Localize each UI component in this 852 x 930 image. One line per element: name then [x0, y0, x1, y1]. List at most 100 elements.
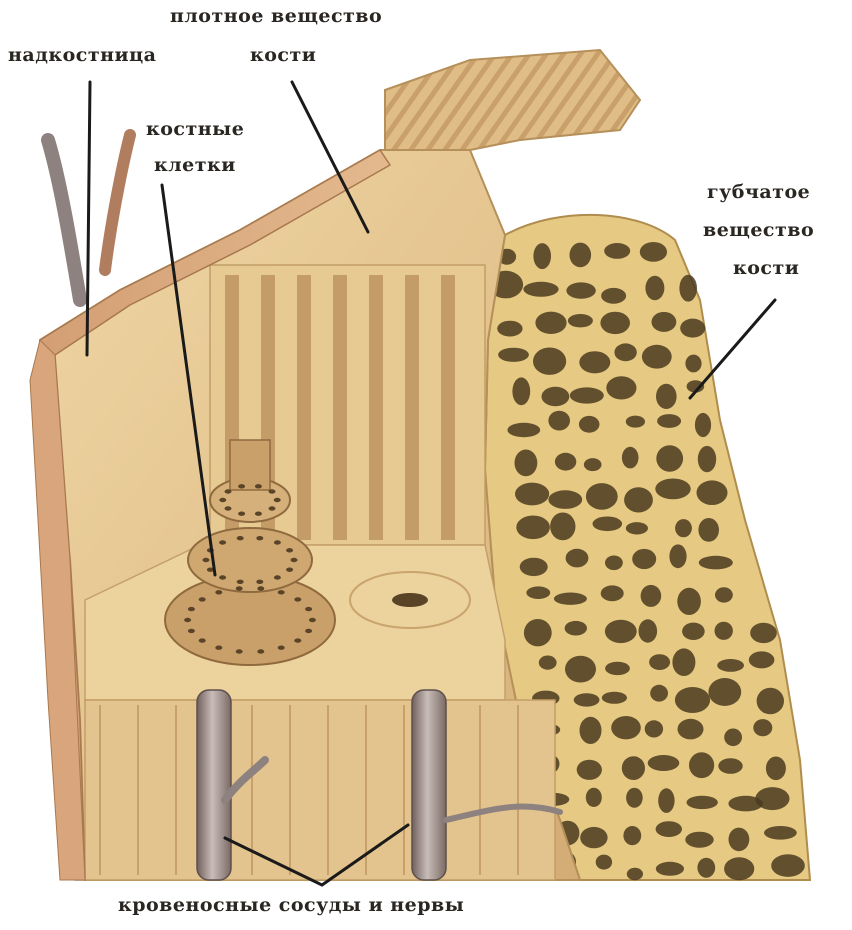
- spongy-pore: [586, 483, 618, 510]
- osteon-column: [369, 275, 383, 540]
- spongy-pore: [584, 458, 602, 471]
- bone-cell-lacuna: [309, 618, 316, 622]
- spongy-pore: [516, 516, 550, 540]
- spongy-pore: [650, 685, 668, 702]
- spongy-pore: [641, 585, 662, 607]
- bone-cell-lacuna: [274, 540, 281, 544]
- spongy-pore: [626, 522, 648, 534]
- spongy-pore: [771, 854, 805, 877]
- spongy-pore: [698, 446, 716, 472]
- label-periosteum: надкостница: [8, 43, 156, 68]
- spongy-pore: [658, 788, 674, 813]
- spongy-pore: [699, 556, 733, 570]
- spongy-pore: [605, 620, 637, 643]
- spongy-pore: [695, 413, 711, 437]
- spongy-pore: [565, 621, 587, 636]
- spongy-pore: [718, 758, 742, 774]
- bone-cell-lacuna: [237, 536, 244, 540]
- bone-cell-lacuna: [274, 575, 281, 579]
- central-canal: [392, 593, 428, 607]
- spongy-pore: [675, 687, 710, 713]
- spongy-pore: [724, 729, 742, 747]
- bone-cell-lacuna: [294, 638, 301, 642]
- spongy-pore: [579, 351, 610, 373]
- spongy-pore: [570, 387, 604, 403]
- spongy-pore: [535, 312, 566, 334]
- spongy-pore: [753, 719, 772, 736]
- spongy-pore: [677, 588, 701, 615]
- bone-cell-lacuna: [199, 638, 206, 642]
- bone-cell-lacuna: [236, 649, 243, 653]
- bone-cell-lacuna: [219, 575, 226, 579]
- bone-cell-lacuna: [215, 646, 222, 650]
- spongy-pore: [680, 319, 705, 338]
- spongy-pore: [697, 480, 728, 505]
- spongy-pore: [657, 414, 681, 428]
- bone-cell-lacuna: [294, 597, 301, 601]
- spongy-pore: [579, 416, 600, 433]
- bone-cell-lacuna: [278, 646, 285, 650]
- spongy-pore: [642, 345, 672, 369]
- spongy-pore: [648, 755, 680, 771]
- spongy-pore: [523, 282, 558, 297]
- spongy-pore: [749, 651, 775, 668]
- spongy-pore: [614, 343, 636, 361]
- label-blood-vessels-nerves: кровеносные сосуды и нервы: [118, 893, 464, 918]
- spongy-pore: [601, 288, 626, 304]
- spongy-pore: [526, 586, 550, 599]
- spongy-pore: [652, 312, 677, 332]
- spongy-pore: [539, 656, 557, 670]
- spongy-pore: [606, 376, 636, 399]
- spongy-pore: [497, 321, 522, 337]
- bone-lower-section: [85, 700, 555, 880]
- label-spongy-bone-line1: губчатое: [707, 180, 810, 205]
- spongy-pore: [602, 692, 627, 704]
- bone-cell-lacuna: [203, 558, 210, 562]
- spongy-pore: [656, 862, 684, 876]
- bone-cell-lacuna: [238, 512, 245, 516]
- spongy-pore: [520, 558, 548, 576]
- bone-cell-lacuna: [215, 590, 222, 594]
- spongy-pore: [685, 355, 701, 373]
- label-spongy-bone-line3: кости: [733, 256, 799, 281]
- spongy-pore: [639, 619, 658, 642]
- spongy-pore: [568, 314, 593, 327]
- spongy-pore: [512, 377, 530, 405]
- spongy-pore: [570, 243, 592, 268]
- bone-cell-lacuna: [255, 484, 262, 488]
- spongy-pore: [542, 387, 570, 407]
- spongy-pore: [626, 416, 645, 428]
- spongy-pore: [596, 855, 612, 870]
- spongy-pore: [689, 752, 714, 778]
- spongy-pore: [580, 827, 607, 848]
- compact-bone-top-slab: [385, 50, 640, 150]
- spongy-pore: [649, 654, 670, 670]
- spongy-pore: [623, 826, 641, 845]
- spongy-pore: [656, 821, 682, 837]
- bone-cell-lacuna: [199, 597, 206, 601]
- spongy-pore: [640, 242, 667, 262]
- spongy-pore: [550, 513, 575, 541]
- spongy-pore: [645, 720, 663, 737]
- spongy-pore: [766, 757, 786, 781]
- spongy-pore: [729, 828, 750, 852]
- spongy-pore: [717, 659, 744, 672]
- spongy-pore: [515, 483, 549, 506]
- osteon-column: [405, 275, 419, 540]
- spongy-pore: [533, 243, 551, 269]
- spongy-pore: [750, 623, 777, 643]
- spongy-pore: [724, 857, 754, 880]
- spongy-pore: [507, 423, 540, 437]
- bone-cell-lacuna: [256, 536, 263, 540]
- spongy-pore: [656, 384, 677, 409]
- bone-cell-lacuna: [184, 618, 191, 622]
- label-compact-bone-line2: кости: [250, 43, 316, 68]
- spongy-pore: [632, 549, 656, 569]
- bone-cell-lacuna: [225, 489, 232, 493]
- spongy-pore: [593, 517, 623, 532]
- spongy-pore: [605, 556, 623, 571]
- spongy-pore: [655, 479, 690, 500]
- spongy-pore: [566, 282, 595, 298]
- spongy-pore: [708, 678, 741, 706]
- spongy-pore: [624, 487, 653, 512]
